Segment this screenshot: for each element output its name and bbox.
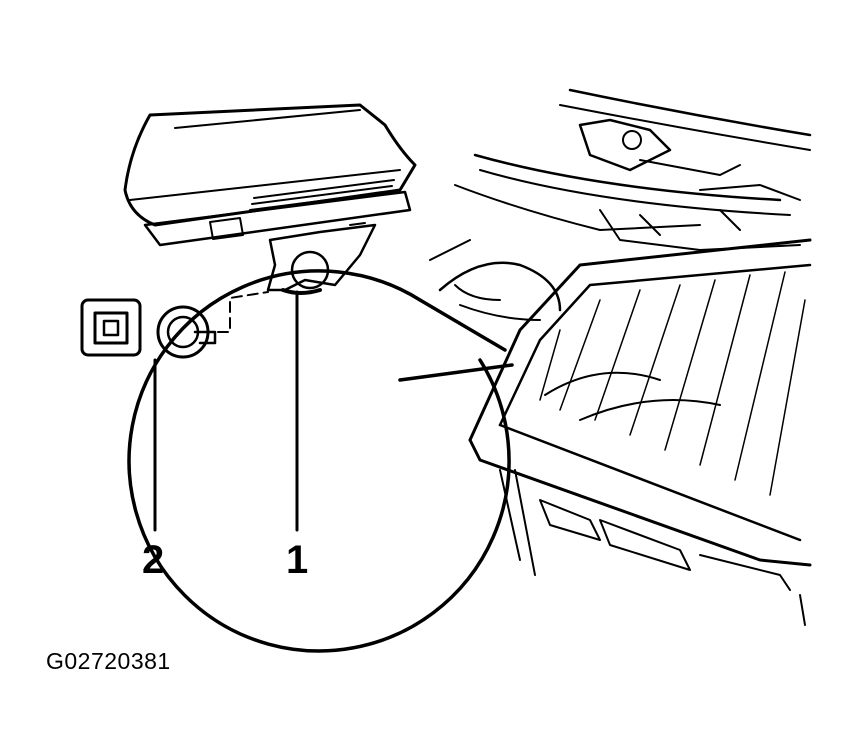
headlamp-assembly xyxy=(468,238,812,626)
adjusting-tool xyxy=(80,291,269,359)
callout-label-2: 2 xyxy=(142,538,165,582)
vehicle-body xyxy=(454,88,812,251)
callout-leaders xyxy=(153,290,299,532)
callout-label-1: 1 xyxy=(286,538,309,582)
adjuster-bracket xyxy=(266,223,377,295)
detail-circle xyxy=(127,269,514,653)
figure-code: G02720381 xyxy=(46,648,171,674)
hand xyxy=(429,239,562,321)
lamp-housing-edge xyxy=(123,103,417,247)
